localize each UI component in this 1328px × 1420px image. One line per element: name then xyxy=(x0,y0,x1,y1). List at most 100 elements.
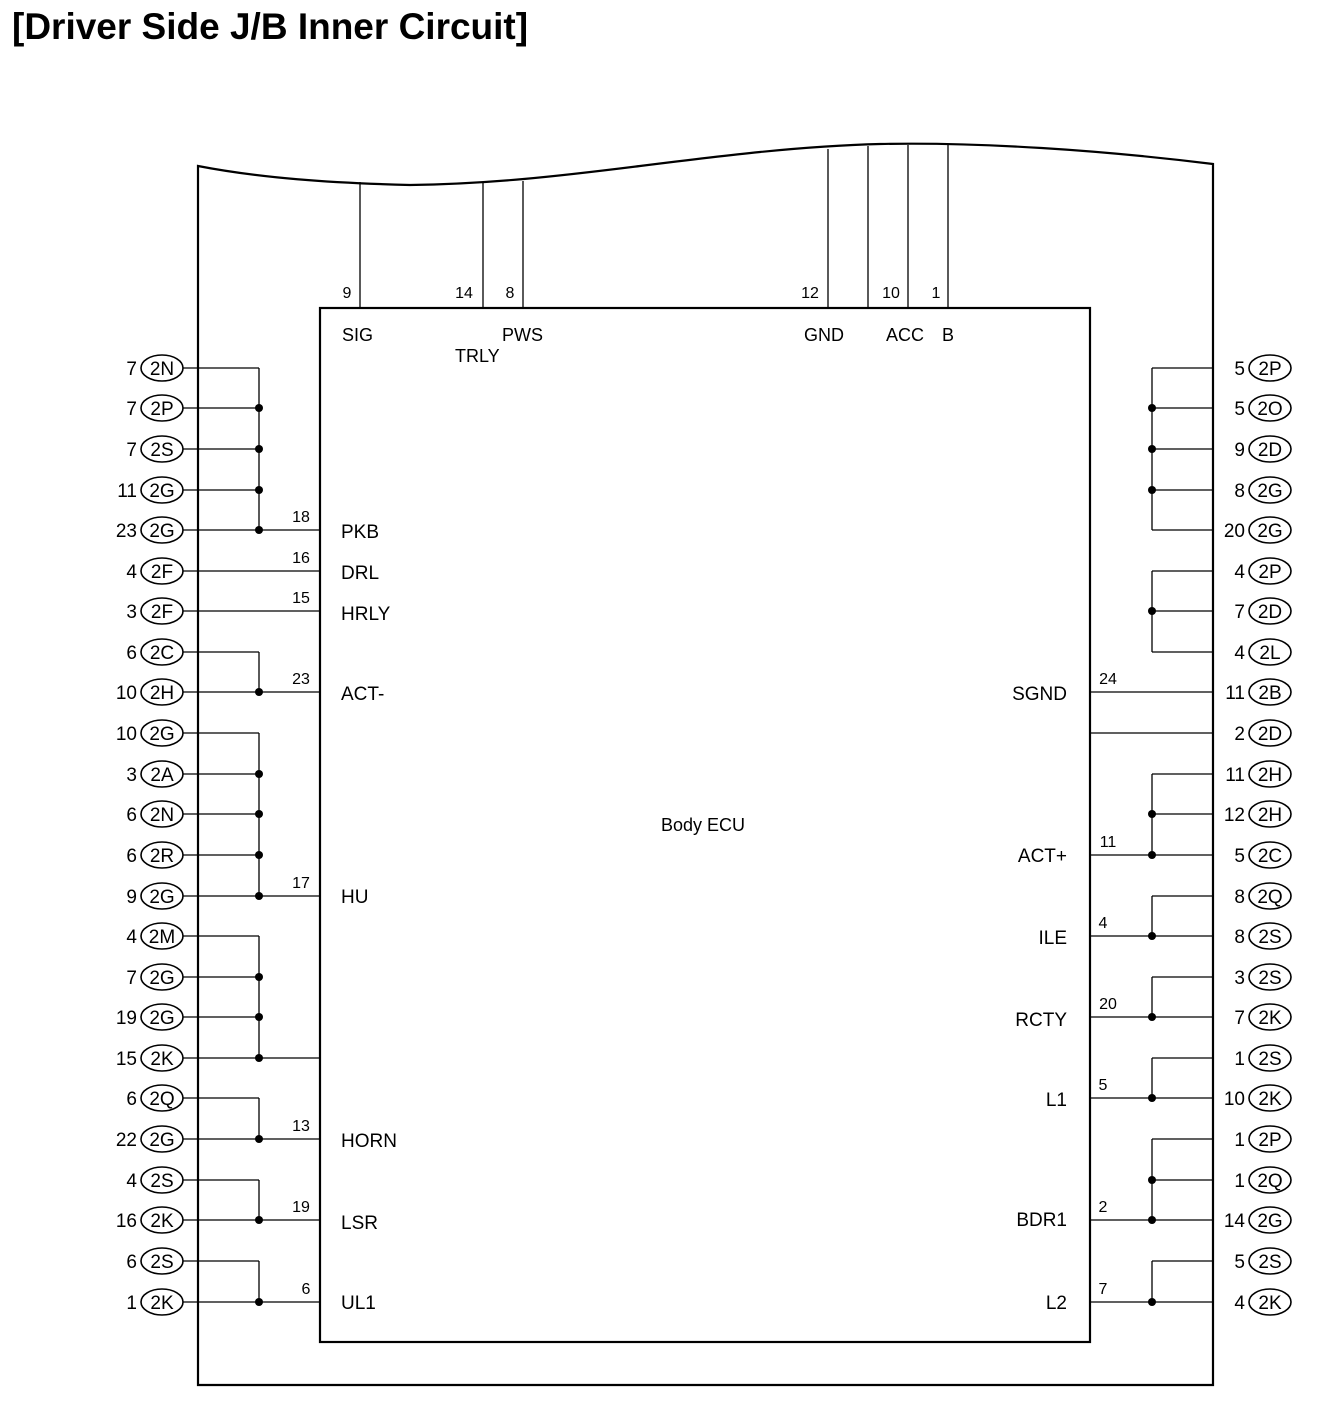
left-connector-oval xyxy=(140,1206,184,1234)
top-pin-1: 1 xyxy=(932,285,941,302)
left-connector-code: 2S xyxy=(150,1171,173,1192)
left-connector-number: 10 xyxy=(116,683,137,704)
left-connector-code: 2K xyxy=(150,1049,174,1070)
left-connector-number: 3 xyxy=(126,602,137,623)
right-wires xyxy=(1090,367,1213,1303)
right-signal-rcty: RCTY xyxy=(1015,1010,1067,1031)
right-connector-number: 14 xyxy=(1224,1211,1246,1232)
left-connector-code: 2N xyxy=(150,359,174,380)
right-connector-number: 8 xyxy=(1234,481,1245,502)
body-ecu-box xyxy=(318,306,1092,1344)
left-connector-oval xyxy=(140,841,184,869)
right-connector-oval xyxy=(1248,882,1292,910)
right-pin-7: 7 xyxy=(1099,1281,1108,1298)
left-connector-number: 6 xyxy=(126,1089,137,1110)
signal-pws: PWS xyxy=(502,325,543,345)
left-connector-code: 2K xyxy=(150,1293,174,1314)
left-connector-code: 2G xyxy=(149,724,174,745)
left-connector-code: 2S xyxy=(150,440,173,461)
left-connector-number: 23 xyxy=(116,521,137,542)
signal-sig: SIG xyxy=(342,325,373,345)
right-connector-code: 2S xyxy=(1258,927,1281,948)
right-connector-number: 1 xyxy=(1234,1049,1245,1070)
right-connector-oval xyxy=(1248,760,1292,788)
right-connector-code: 2P xyxy=(1258,359,1281,380)
right-connector-oval xyxy=(1248,800,1292,828)
right-connector-number: 12 xyxy=(1224,805,1245,826)
left-connector-number: 3 xyxy=(126,765,137,786)
left-connector-oval xyxy=(140,354,184,382)
right-signal-ile: ILE xyxy=(1038,928,1067,949)
left-connector-code: 2M xyxy=(149,927,175,948)
right-connector-oval xyxy=(1248,516,1292,544)
right-connector-oval xyxy=(1248,1247,1292,1275)
diagram-title: [Driver Side J/B Inner Circuit] xyxy=(12,6,529,47)
left-connector-code: 2G xyxy=(149,481,174,502)
right-connector-number: 20 xyxy=(1224,521,1245,542)
right-connector-number: 1 xyxy=(1234,1130,1245,1151)
right-pin-5: 5 xyxy=(1099,1077,1108,1094)
left-connector-oval xyxy=(140,435,184,463)
left-connector-code: 2F xyxy=(151,562,173,583)
right-connector-code: 2D xyxy=(1258,724,1282,745)
right-connector-code: 2K xyxy=(1258,1089,1282,1110)
left-connector-number: 7 xyxy=(126,399,137,420)
right-connector-code: 2B xyxy=(1258,683,1281,704)
right-connector-code: 2O xyxy=(1257,399,1282,420)
right-connector-number: 4 xyxy=(1234,562,1245,583)
left-pin-13: 13 xyxy=(292,1118,310,1135)
right-connector-number: 8 xyxy=(1234,927,1245,948)
top-pin-12: 12 xyxy=(801,285,819,302)
right-connector-code: 2K xyxy=(1258,1008,1282,1029)
left-pin-19: 19 xyxy=(292,1199,310,1216)
left-connector-number: 1 xyxy=(126,1293,137,1314)
left-connector-code: 2A xyxy=(150,765,174,786)
right-connector-code: 2G xyxy=(1257,481,1282,502)
left-connector-number: 15 xyxy=(116,1049,137,1070)
right-signal-bdr1: BDR1 xyxy=(1016,1210,1067,1231)
left-signal-act-minus: ACT- xyxy=(341,684,384,705)
right-connector-oval xyxy=(1248,1044,1292,1072)
right-signal-act-plus: ACT+ xyxy=(1018,846,1067,867)
left-connector-number: 6 xyxy=(126,846,137,867)
right-connector-number: 8 xyxy=(1234,887,1245,908)
left-signal-hrly: HRLY xyxy=(341,604,391,625)
right-connector-number: 10 xyxy=(1224,1089,1245,1110)
right-connector-oval xyxy=(1248,922,1292,950)
right-connector-code: 2D xyxy=(1258,440,1282,461)
right-connector-number: 4 xyxy=(1234,643,1245,664)
right-signal-sgnd: SGND xyxy=(1012,684,1067,705)
left-connector-oval xyxy=(140,719,184,747)
right-connector-code: 2H xyxy=(1258,805,1282,826)
left-connector-code: 2C xyxy=(150,643,174,664)
right-pin-4: 4 xyxy=(1099,915,1108,932)
right-signal-l1: L1 xyxy=(1046,1090,1067,1111)
left-connector-code: 2F xyxy=(151,602,173,623)
top-pin-14: 14 xyxy=(455,285,473,302)
left-connector-code: 2K xyxy=(150,1211,174,1232)
left-connector-oval xyxy=(140,1166,184,1194)
left-connector-number: 4 xyxy=(126,927,137,948)
right-connector-oval xyxy=(1248,1288,1292,1316)
left-connector-oval xyxy=(140,1125,184,1153)
left-connector-number: 7 xyxy=(126,968,137,989)
right-connector-oval xyxy=(1248,354,1292,382)
right-connector-callouts: 2P52O52D92G82G202P42D72L42B112D22H112H12… xyxy=(1224,354,1292,1316)
right-connector-oval xyxy=(1248,678,1292,706)
left-signal-drl: DRL xyxy=(341,563,379,584)
left-pin-15: 15 xyxy=(292,590,310,607)
left-pin-17: 17 xyxy=(292,875,310,892)
top-wires xyxy=(359,145,949,308)
left-connector-oval xyxy=(140,1288,184,1316)
left-connector-code: 2S xyxy=(150,1252,173,1273)
right-connector-number: 7 xyxy=(1234,602,1245,623)
left-connector-number: 4 xyxy=(126,562,137,583)
right-connector-oval xyxy=(1248,719,1292,747)
right-connector-code: 2P xyxy=(1258,562,1281,583)
left-signal-ul1: UL1 xyxy=(341,1293,376,1314)
left-connector-number: 9 xyxy=(126,887,137,908)
left-connector-code: 2N xyxy=(150,805,174,826)
right-pin-11: 11 xyxy=(1100,834,1117,851)
left-connector-oval xyxy=(140,800,184,828)
right-pin-2: 2 xyxy=(1099,1199,1108,1216)
